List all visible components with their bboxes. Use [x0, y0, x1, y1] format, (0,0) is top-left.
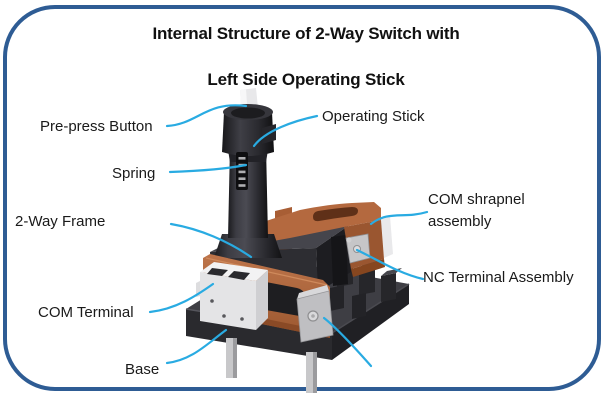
title-line1: Internal Structure of 2-Way Switch with [152, 24, 460, 43]
leader-nc-terminal [355, 248, 425, 281]
leader-lines [148, 104, 429, 368]
leader-base [165, 328, 228, 365]
leader-spring [168, 163, 248, 174]
operating-stick-part [214, 88, 282, 258]
label-two-way-frame: 2-Way Frame [15, 213, 106, 230]
com-terminal-part [196, 262, 268, 330]
leader-operating-stick [252, 114, 319, 148]
leader-pre-press [165, 104, 248, 128]
label-com-shrapnel-assembly: COM shrapnel assembly [428, 191, 525, 230]
label-pre-press-button: Pre-press Button [40, 118, 153, 135]
leader-com-shrapnel [369, 210, 429, 226]
diagram-title: Internal Structure of 2-Way Switch with … [0, 22, 612, 91]
title-line2: Left Side Operating Stick [207, 70, 405, 89]
leader-com-terminal [148, 282, 215, 314]
front-terminal-part [296, 285, 334, 343]
label-nc-terminal-assembly: NC Terminal Assembly [423, 269, 574, 286]
nc-terminal-part [345, 233, 371, 264]
rounded-border-frame [3, 5, 601, 391]
spring-part [236, 152, 248, 190]
label-operating-stick: Operating Stick [322, 108, 425, 125]
label-base: Base [125, 361, 160, 378]
leader-front-terminal [322, 316, 373, 368]
label-spring: Spring [112, 165, 156, 182]
terminal-pins [226, 338, 317, 393]
leader-two-way-frame [169, 222, 253, 259]
label-com-terminal: COM Terminal [38, 304, 134, 321]
